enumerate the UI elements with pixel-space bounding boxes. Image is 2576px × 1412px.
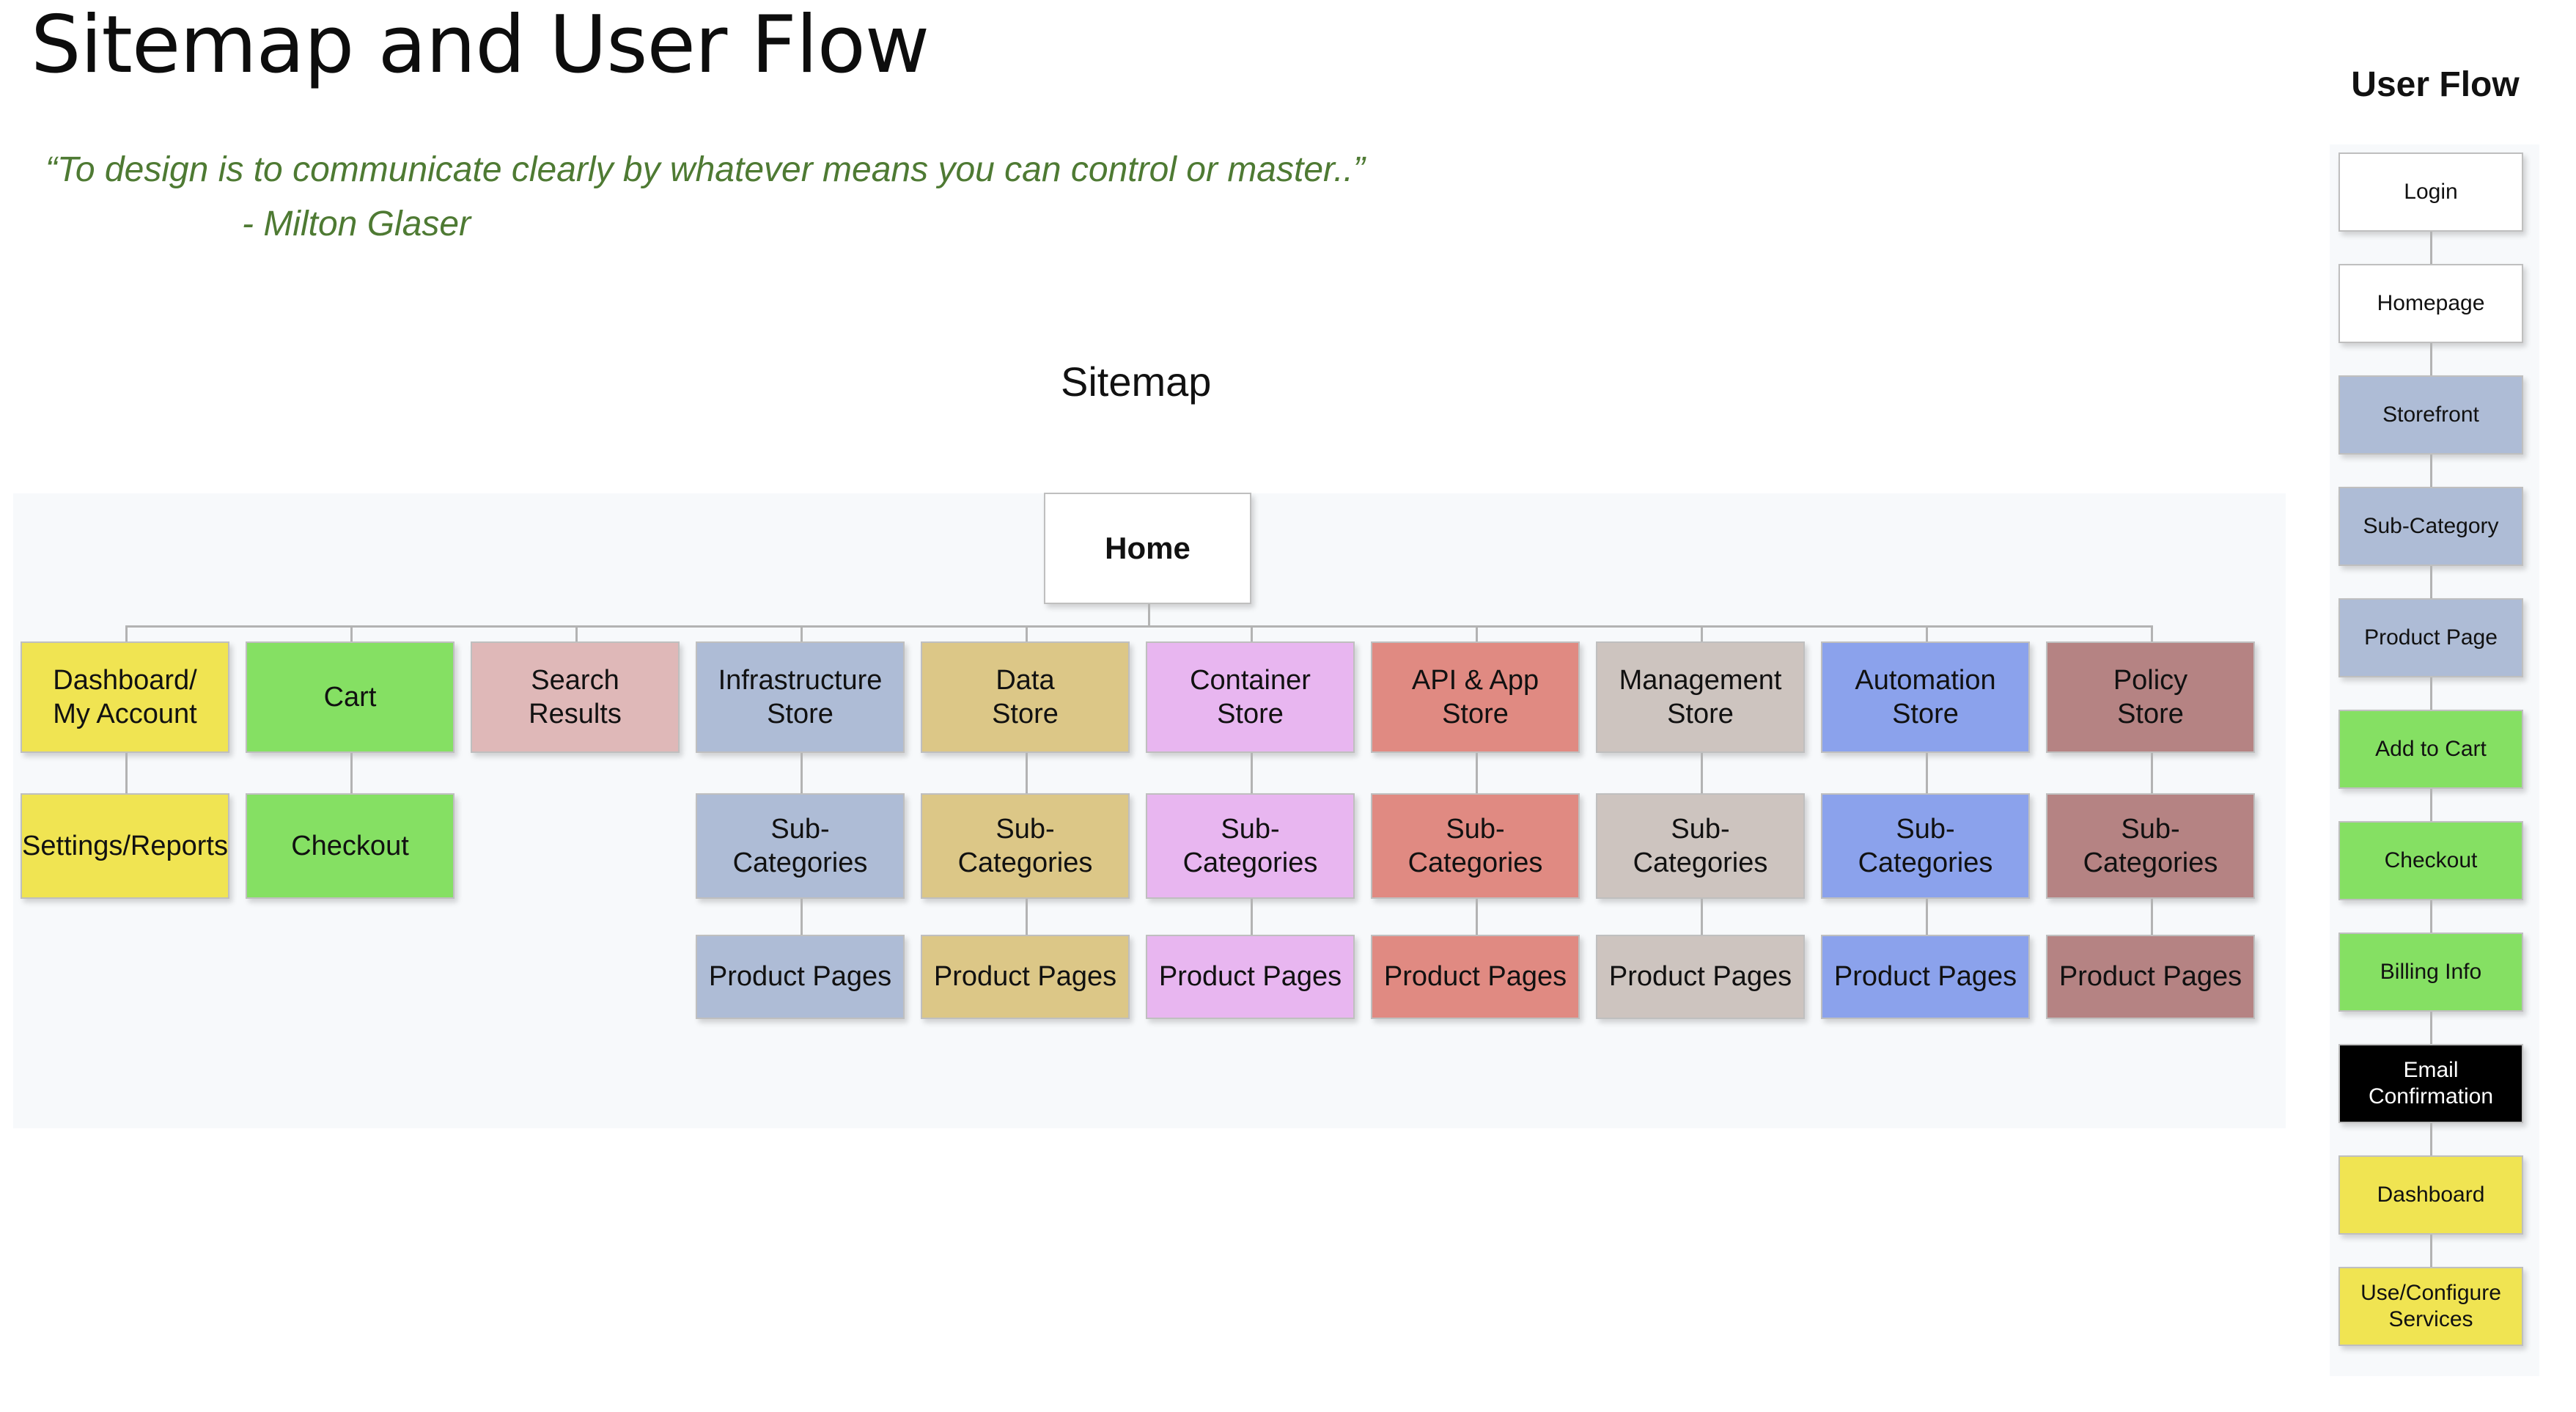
quote-text: “To design is to communicate clearly by … <box>45 150 1365 189</box>
connector-child <box>2150 753 2153 793</box>
userflow-step[interactable]: Sub-Category <box>2338 487 2523 566</box>
userflow-connector <box>2430 566 2432 598</box>
sitemap-node[interactable]: Sub- Categories <box>1371 793 1580 899</box>
connector-child <box>800 899 803 935</box>
sitemap-node[interactable]: Sub- Categories <box>921 793 1130 899</box>
userflow-step[interactable]: Add to Cart <box>2338 710 2523 789</box>
userflow-step[interactable]: Homepage <box>2338 264 2523 343</box>
connector-bus-drop <box>1025 625 1028 641</box>
sitemap-node[interactable]: Settings/Reports <box>21 793 229 899</box>
userflow-step[interactable]: Login <box>2338 152 2523 232</box>
sitemap-node[interactable]: Checkout <box>246 793 455 899</box>
userflow-connector <box>2430 789 2432 821</box>
sitemap-node[interactable]: Cart <box>246 641 455 753</box>
connector-bus-drop <box>1250 625 1253 641</box>
sitemap-node[interactable]: Sub- Categories <box>2046 793 2255 899</box>
sitemap-node[interactable]: Policy Store <box>2046 641 2255 753</box>
connector-bus-drop <box>350 625 353 641</box>
sitemap-heading: Sitemap <box>1061 358 1212 405</box>
userflow-connector <box>2430 1012 2432 1044</box>
userflow-connector <box>2430 1123 2432 1155</box>
connector-child <box>800 753 803 793</box>
connector-child <box>1250 753 1253 793</box>
userflow-connector <box>2430 900 2432 933</box>
userflow-step[interactable]: Checkout <box>2338 821 2523 900</box>
connector-child <box>1475 899 1478 935</box>
sitemap-node[interactable]: Product Pages <box>1146 935 1355 1019</box>
sitemap-node[interactable]: Sub- Categories <box>1146 793 1355 899</box>
quote-author: - Milton Glaser <box>242 205 471 243</box>
sitemap-node[interactable]: Infrastructure Store <box>696 641 905 753</box>
userflow-connector <box>2430 343 2432 375</box>
userflow-step[interactable]: Product Page <box>2338 598 2523 677</box>
sitemap-node[interactable]: Dashboard/ My Account <box>21 641 229 753</box>
connector-child <box>125 753 128 793</box>
connector-child <box>1925 899 1928 935</box>
userflow-step[interactable]: Billing Info <box>2338 933 2523 1012</box>
sitemap-node[interactable]: Search Results <box>471 641 680 753</box>
sitemap-node[interactable]: Product Pages <box>696 935 905 1019</box>
sitemap-node[interactable]: Sub- Categories <box>696 793 905 899</box>
connector-child <box>1925 753 1928 793</box>
connector-child <box>2150 899 2153 935</box>
connector-bus-drop <box>2150 625 2153 641</box>
connector-bus-drop <box>1475 625 1478 641</box>
userflow-connector <box>2430 677 2432 710</box>
connector-bus-drop <box>575 625 578 641</box>
sitemap-node-home[interactable]: Home <box>1044 493 1251 604</box>
connector-child <box>1250 899 1253 935</box>
connector-bus <box>125 625 2151 628</box>
page-title: Sitemap and User Flow <box>31 0 930 91</box>
connector-bus-drop <box>1700 625 1703 641</box>
userflow-connector <box>2430 455 2432 487</box>
connector-bus-drop <box>125 625 128 641</box>
connector-child <box>1475 753 1478 793</box>
connector-home-stem <box>1147 604 1150 625</box>
connector-bus-drop <box>800 625 803 641</box>
connector-child <box>1025 753 1028 793</box>
sitemap-node[interactable]: Sub- Categories <box>1596 793 1805 899</box>
sitemap-node[interactable]: API & App Store <box>1371 641 1580 753</box>
sitemap-node[interactable]: Sub- Categories <box>1821 793 2030 899</box>
sitemap-node[interactable]: Automation Store <box>1821 641 2030 753</box>
userflow-step[interactable]: Dashboard <box>2338 1155 2523 1235</box>
userflow-step[interactable]: Email Confirmation <box>2338 1044 2523 1123</box>
connector-child <box>1025 899 1028 935</box>
userflow-step[interactable]: Use/Configure Services <box>2338 1267 2523 1346</box>
connector-child <box>1700 899 1703 935</box>
userflow-connector <box>2430 1235 2432 1267</box>
connector-child <box>350 753 353 793</box>
connector-bus-drop <box>1925 625 1928 641</box>
userflow-step[interactable]: Storefront <box>2338 375 2523 455</box>
sitemap-node[interactable]: Data Store <box>921 641 1130 753</box>
userflow-heading: User Flow <box>2351 65 2520 104</box>
sitemap-node[interactable]: Product Pages <box>1596 935 1805 1019</box>
sitemap-node[interactable]: Product Pages <box>921 935 1130 1019</box>
sitemap-node[interactable]: Product Pages <box>1371 935 1580 1019</box>
sitemap-node[interactable]: Management Store <box>1596 641 1805 753</box>
sitemap-node[interactable]: Product Pages <box>2046 935 2255 1019</box>
sitemap-node[interactable]: Product Pages <box>1821 935 2030 1019</box>
connector-child <box>1700 753 1703 793</box>
sitemap-node[interactable]: Container Store <box>1146 641 1355 753</box>
userflow-connector <box>2430 232 2432 264</box>
